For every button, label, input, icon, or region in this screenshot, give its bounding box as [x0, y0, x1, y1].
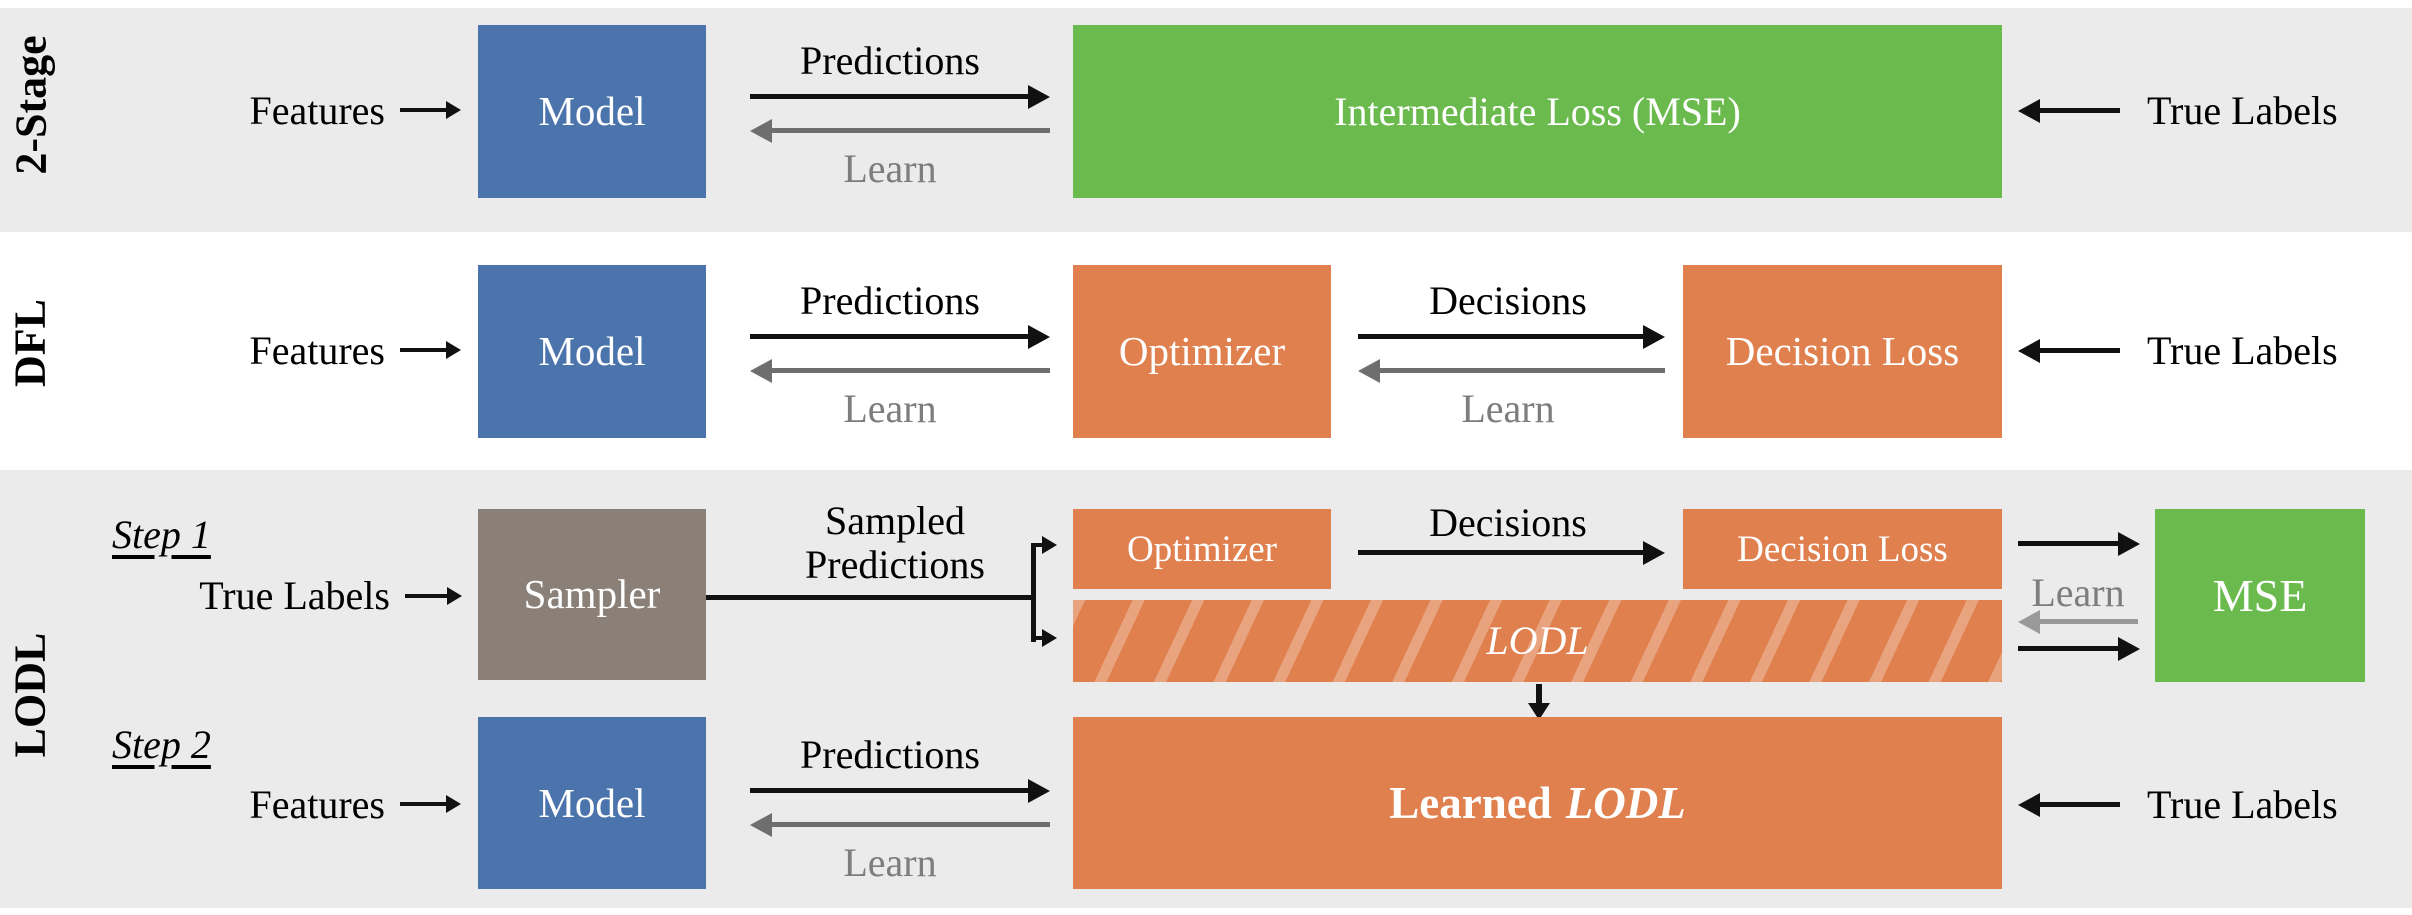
- mse-box: MSE: [2155, 509, 2365, 682]
- learned-prefix: Learned: [1389, 777, 1552, 828]
- features-arrow-icon-step2: [400, 802, 446, 806]
- decision-loss-label: Decision Loss: [1725, 328, 1960, 374]
- predictions-label-step2: Predictions: [800, 732, 980, 777]
- lodl-dashed-arrow-head-icon: [1528, 703, 1550, 720]
- predictions-label-dfl: Predictions: [800, 278, 980, 323]
- step1-label: Step 1: [112, 512, 211, 557]
- decision-loss-to-mse-arrow-icon: [2018, 541, 2118, 546]
- row-label-lodl: LODL: [5, 632, 55, 758]
- decisions-label-dfl: Decisions: [1429, 278, 1587, 323]
- true-labels-arrow-icon-step2: [2040, 802, 2120, 807]
- features-label-step2: Features: [249, 782, 385, 827]
- branch-arrow-bottom-icon: [1036, 636, 1042, 640]
- learn-dec-arrow-icon-dfl: [1380, 368, 1665, 373]
- sampler-box: Sampler: [478, 509, 706, 680]
- predictions-arrow-icon-dfl: [750, 334, 1028, 339]
- sampled-predictions-label-line1: Sampled: [825, 498, 965, 543]
- true-labels-label-dfl: True Labels: [2147, 328, 2338, 373]
- decision-loss-box-dfl: Decision Loss: [1683, 265, 2002, 438]
- decision-loss-box-step1: Decision Loss: [1683, 509, 2002, 589]
- true-labels-label-2stage: True Labels: [2147, 88, 2338, 133]
- model-box-step2: Model: [478, 717, 706, 889]
- predictions-label-2stage: Predictions: [800, 38, 980, 83]
- learn-label-step2: Learn: [843, 840, 937, 885]
- model-box-label: Model: [538, 779, 646, 826]
- predictions-arrow-icon-step2: [750, 788, 1028, 793]
- decision-loss-label: Decision Loss: [1737, 528, 1948, 570]
- decisions-label-step1: Decisions: [1429, 500, 1587, 545]
- learn-pred-arrow-icon-dfl: [772, 368, 1050, 373]
- sampled-predictions-line: [706, 595, 1036, 600]
- model-box-dfl: Model: [478, 265, 706, 438]
- lodl-box-label: LODL: [1486, 618, 1589, 663]
- learn-arrow-icon-2stage: [772, 128, 1050, 133]
- learned-lodl-label: Learned LODL: [1389, 777, 1686, 828]
- row-label-2stage: 2-Stage: [6, 35, 56, 175]
- sampler-box-label: Sampler: [523, 571, 661, 617]
- lodl-to-mse-arrow-icon: [2018, 646, 2118, 651]
- true-labels-arrow-icon-2stage: [2040, 108, 2120, 113]
- features-arrow-icon-2stage: [400, 108, 446, 112]
- learned-lodl-name: LODL: [1565, 777, 1686, 828]
- model-box-label: Model: [538, 328, 646, 374]
- model-box-2stage: Model: [478, 25, 706, 198]
- optimizer-box-label: Optimizer: [1126, 528, 1277, 570]
- decisions-arrow-icon-step1: [1358, 550, 1643, 555]
- decisions-arrow-icon-dfl: [1358, 334, 1643, 339]
- lodl-dashed-arrow-line: [1536, 684, 1542, 704]
- true-labels-arrow-icon-dfl: [2040, 348, 2120, 353]
- learn-label-step1: Learn: [2031, 570, 2125, 615]
- features-label-dfl: Features: [249, 328, 385, 373]
- features-label-2stage: Features: [249, 88, 385, 133]
- true-labels-arrow-icon-step1: [405, 594, 447, 598]
- model-box-label: Model: [538, 88, 646, 134]
- row-label-dfl: DFL: [5, 299, 55, 387]
- learn-arrow-icon-step2: [772, 822, 1050, 827]
- learned-lodl-box: Learned LODL: [1073, 717, 2002, 889]
- learn-pred-label-dfl: Learn: [843, 386, 937, 431]
- optimizer-box-dfl: Optimizer: [1073, 265, 1331, 438]
- intermediate-loss-box: Intermediate Loss (MSE): [1073, 25, 2002, 198]
- mse-learn-arrow-icon: [2040, 619, 2138, 624]
- features-arrow-icon-dfl: [400, 348, 446, 352]
- step2-label: Step 2: [112, 722, 211, 767]
- lodl-hatched-box: LODL: [1073, 600, 2002, 682]
- optimizer-box-label: Optimizer: [1118, 328, 1286, 374]
- mse-box-label: MSE: [2212, 569, 2308, 621]
- learn-label-2stage: Learn: [843, 146, 937, 191]
- true-labels-label-step2: True Labels: [2147, 782, 2338, 827]
- branch-vertical-line: [1031, 543, 1036, 642]
- sampled-predictions-label-line2: Predictions: [805, 542, 985, 587]
- learn-dec-label-dfl: Learn: [1461, 386, 1555, 431]
- predictions-arrow-icon-2stage: [750, 94, 1028, 99]
- true-labels-label-step1: True Labels: [199, 573, 390, 618]
- branch-arrow-top-icon: [1036, 543, 1042, 547]
- intermediate-loss-label: Intermediate Loss (MSE): [1334, 88, 1741, 134]
- optimizer-box-step1: Optimizer: [1073, 509, 1331, 589]
